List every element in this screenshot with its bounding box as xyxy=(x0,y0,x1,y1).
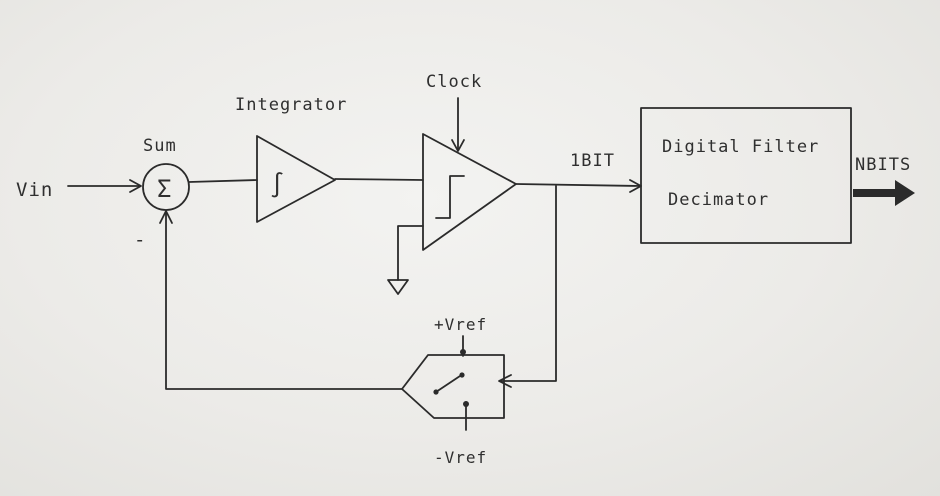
sigma-symbol: Σ xyxy=(157,175,171,203)
switch-contacts xyxy=(433,372,465,395)
clock-arrow xyxy=(451,97,465,152)
feedback-wire-to-sum xyxy=(165,211,403,390)
ground-symbol xyxy=(387,225,424,295)
vin-arrow xyxy=(67,179,142,193)
minus-sign: - xyxy=(134,229,146,251)
sum-label: Sum xyxy=(143,136,177,156)
clock-label: Clock xyxy=(426,72,482,92)
filter-label-line1: Digital Filter xyxy=(662,137,819,157)
sum-feedback-arrowhead xyxy=(159,210,173,224)
comparator-triangle xyxy=(422,133,517,251)
nbits-bold-arrow xyxy=(853,180,915,206)
switch-input-arrowhead xyxy=(498,374,512,388)
vin-label: Vin xyxy=(16,179,53,201)
one-bit-label: 1BIT xyxy=(570,151,615,171)
wire-comparator-to-filter xyxy=(515,183,642,187)
plus-vref-dot xyxy=(460,349,466,355)
plus-vref-label: +Vref xyxy=(434,315,487,334)
filter-label-line2: Decimator xyxy=(668,190,769,210)
minus-vref-dot xyxy=(463,401,469,407)
integrator-label: Integrator xyxy=(235,95,347,115)
comparator-step-symbol xyxy=(435,175,465,219)
integrator-triangle xyxy=(256,135,336,223)
digital-filter-box xyxy=(640,107,852,244)
wire-integrator-to-comparator xyxy=(334,178,424,181)
feedback-switch-block xyxy=(401,354,505,419)
wire-sum-to-integrator xyxy=(188,179,258,183)
integral-symbol: ∫ xyxy=(270,171,284,199)
nbits-label: NBITS xyxy=(855,155,911,175)
feedback-wire-down xyxy=(499,185,557,382)
minus-vref-label: -Vref xyxy=(434,448,487,467)
sum-circle xyxy=(142,163,190,211)
